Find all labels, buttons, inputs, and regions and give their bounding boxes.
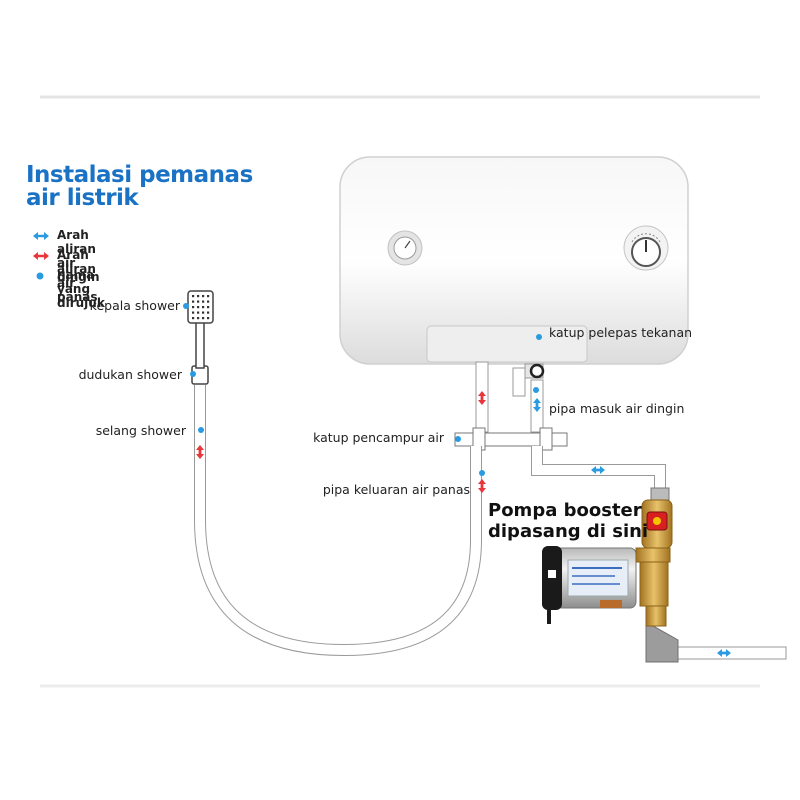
- nozzle-dot: [192, 306, 195, 309]
- nozzle-dot: [202, 311, 205, 314]
- hot-flow-arrow: [196, 445, 204, 459]
- nozzle-dot: [207, 295, 210, 298]
- nozzle-dot: [202, 295, 205, 298]
- reference-dot-icon: [190, 371, 196, 377]
- flow-switch: [635, 487, 673, 627]
- nozzle-dot: [197, 306, 200, 309]
- legend-label: nama yang dirujuk: [57, 268, 105, 310]
- label-cold-inlet-pipe: pipa masuk air dingin: [549, 401, 685, 416]
- reference-dot-icon: [479, 470, 485, 476]
- nozzle-dot: [192, 311, 195, 314]
- nozzle-dot: [207, 300, 210, 303]
- label-shower-hose: selang shower: [95, 423, 186, 438]
- reference-dot-icon: [533, 387, 539, 393]
- title-line-2: air listrik: [26, 185, 139, 211]
- booster-line-1: Pompa booster: [488, 500, 642, 521]
- shower-hose: [195, 385, 481, 656]
- cold-supply-pipe: [532, 446, 665, 500]
- booster-line-2: dipasang di sini: [488, 521, 649, 542]
- nozzle-dot: [197, 295, 200, 298]
- nozzle-dot: [202, 317, 205, 320]
- reference-dot-icon: [198, 427, 204, 433]
- cold-flow-arrow: [591, 466, 605, 474]
- blue-double-arrow-icon: [33, 232, 49, 240]
- legend-label: Arah aliran air panas: [57, 248, 98, 304]
- nozzle-dot: [207, 317, 210, 320]
- shower-head-nozzles: [192, 295, 210, 320]
- nozzle-dot: [207, 311, 210, 314]
- mixing-valve: [454, 427, 568, 451]
- blue-dot-icon: [36, 272, 44, 280]
- nozzle-dot: [197, 317, 200, 320]
- cold-flow-arrow: [717, 649, 731, 657]
- nozzle-dot: [197, 300, 200, 303]
- cold-flow-arrow: [533, 398, 541, 412]
- shower-hose-outline: [194, 385, 482, 657]
- flow-arrows: [196, 391, 731, 657]
- hot-flow-arrow: [478, 479, 486, 493]
- shower-head: [187, 290, 214, 369]
- pressure-relief-valve: [512, 363, 545, 397]
- nozzle-dot: [202, 306, 205, 309]
- nozzle-dot: [192, 300, 195, 303]
- elbow-fitting: [645, 621, 679, 663]
- reference-dot-icon: [455, 436, 461, 442]
- label-mixing-valve: katup pencampur air: [313, 430, 444, 445]
- label-shower-head: kepala shower: [89, 298, 180, 313]
- red-double-arrow-icon: [33, 252, 49, 260]
- booster-pump-callout: Pompa booster dipasang di sini: [488, 500, 648, 542]
- title-line-1: Instalasi pemanas: [26, 162, 253, 188]
- nozzle-dot: [192, 317, 195, 320]
- reference-dots: [183, 303, 542, 476]
- label-pressure-relief-valve: katup pelepas tekanan: [549, 325, 693, 340]
- reference-dot-icon: [536, 334, 542, 340]
- booster-pump: [542, 546, 637, 624]
- valve-ring-icon: [529, 363, 545, 379]
- water-heater-tank: [339, 156, 689, 365]
- nozzle-dot: [192, 295, 195, 298]
- label-hot-outlet-pipe: pipa keluaran air panas: [322, 482, 470, 497]
- legend-label: Arah aliran air dingin: [57, 228, 100, 284]
- nozzle-dot: [207, 306, 210, 309]
- hot-flow-arrow: [478, 391, 486, 405]
- nozzle-dot: [202, 300, 205, 303]
- reference-dot-icon: [183, 303, 189, 309]
- label-shower-holder: dudukan shower: [78, 367, 182, 382]
- diagram-title: Instalasi pemanas air listrik: [26, 164, 253, 210]
- nozzle-dot: [197, 311, 200, 314]
